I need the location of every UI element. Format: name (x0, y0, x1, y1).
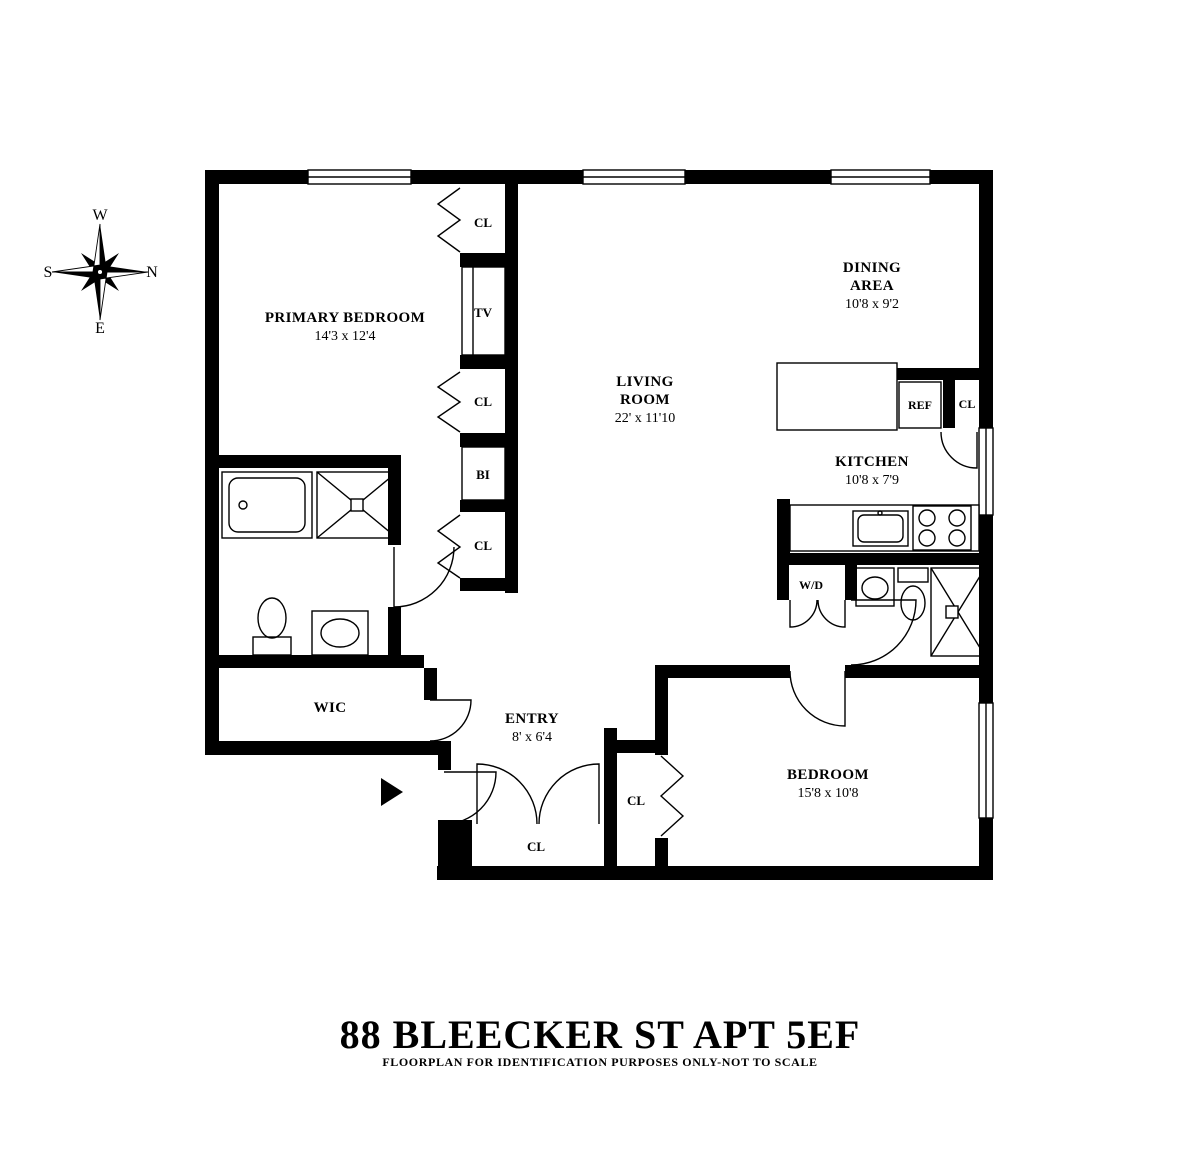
washer-dryer-label: W/D (799, 578, 823, 592)
bifold-door-closet-2 (436, 371, 462, 433)
kitchen-island (776, 362, 898, 431)
compass-letter-west: W (92, 207, 108, 224)
bathroom2-door-arc (850, 599, 917, 666)
bedroom-dims: 15'8 x 10'8 (797, 786, 858, 801)
page-title: 88 BLEECKER ST APT 5EF (340, 1012, 861, 1057)
wic-door-arc (429, 699, 472, 742)
compass-center (97, 269, 103, 275)
stove (912, 505, 972, 551)
bathroom2-toilet (897, 567, 929, 621)
toilet (252, 597, 292, 656)
bedroom-label: BEDROOM (787, 767, 869, 783)
entry-door-arc (443, 771, 497, 825)
interior-walls (219, 184, 993, 866)
compass-letter-north: N (146, 264, 158, 281)
window-top-2 (582, 169, 686, 185)
bedroom-closet-bifold-door (659, 755, 685, 837)
walls (205, 170, 993, 880)
kitchen-fixtures (776, 362, 980, 552)
bedroom-door-arc (789, 670, 846, 727)
washer-dryer-doors (789, 599, 846, 628)
built-in-label: BI (476, 467, 490, 482)
compass-black-halves (52, 224, 148, 320)
compass-rose: W N S E (44, 207, 159, 337)
kitchen-counter (789, 504, 980, 552)
window-top-3 (830, 169, 931, 185)
dining-area-dims: 10'8 x 9'2 (845, 297, 899, 312)
living-room-label-line2: ROOM (620, 392, 670, 408)
closet-1-label: CL (474, 215, 492, 230)
closet-column (436, 187, 506, 579)
kitchen-dims: 10'8 x 7'9 (845, 473, 899, 488)
kitchen-closet-label: CL (959, 397, 976, 411)
entry-closet-label: CL (527, 839, 545, 854)
tv-niche (461, 266, 506, 356)
bifold-door-closet-3 (436, 514, 462, 579)
primary-bedroom-label: PRIMARY BEDROOM (265, 310, 425, 326)
window-top-1 (307, 169, 412, 185)
entrance-marker (381, 778, 403, 806)
bifold-door-closet-1 (436, 187, 462, 253)
entry-label: ENTRY (505, 711, 559, 727)
primary-bathroom-door-arc (393, 546, 455, 608)
entry-closet-double-doors (476, 763, 600, 825)
doors (393, 431, 978, 837)
bathroom2-sink (855, 567, 895, 607)
refrigerator-label: REF (908, 398, 932, 412)
bathtub (221, 471, 313, 539)
bathroom-sink (311, 610, 369, 656)
kitchen-sink (852, 510, 909, 547)
primary-bathroom-fixtures (221, 471, 398, 656)
bathroom2-shower (930, 567, 986, 657)
window-right-2 (978, 702, 994, 819)
title-block: 88 BLEECKER ST APT 5EF FLOORPLAN FOR IDE… (340, 1012, 861, 1069)
closet-3-label: CL (474, 538, 492, 553)
primary-bedroom-dims: 14'3 x 12'4 (314, 329, 375, 344)
wic-label: WIC (314, 700, 347, 716)
window-right-1 (978, 427, 994, 516)
living-room-dims: 22' x 11'10 (615, 411, 676, 426)
dining-area-label-line2: AREA (850, 278, 894, 294)
refrigerator-box (898, 381, 942, 429)
second-bathroom-fixtures (855, 567, 986, 657)
closet-2-label: CL (474, 394, 492, 409)
windows (307, 169, 994, 819)
compass-letter-south: S (44, 264, 53, 281)
living-room-label-line1: LIVING (616, 374, 673, 390)
kitchen-label: KITCHEN (835, 454, 909, 470)
shower (316, 471, 398, 539)
page-subtitle: FLOORPLAN FOR IDENTIFICATION PURPOSES ON… (382, 1055, 817, 1069)
kitchen-closet-door-arc (940, 431, 978, 469)
dining-area-label-line1: DINING (843, 260, 901, 276)
bedroom-closet-label: CL (627, 793, 645, 808)
entry-dims: 8' x 6'4 (512, 730, 552, 745)
tv-label: TV (474, 305, 493, 320)
built-in-niche (461, 446, 506, 501)
room-labels: PRIMARY BEDROOM 14'3 x 12'4 LIVING ROOM … (265, 215, 976, 854)
compass-letter-east: E (95, 320, 105, 337)
